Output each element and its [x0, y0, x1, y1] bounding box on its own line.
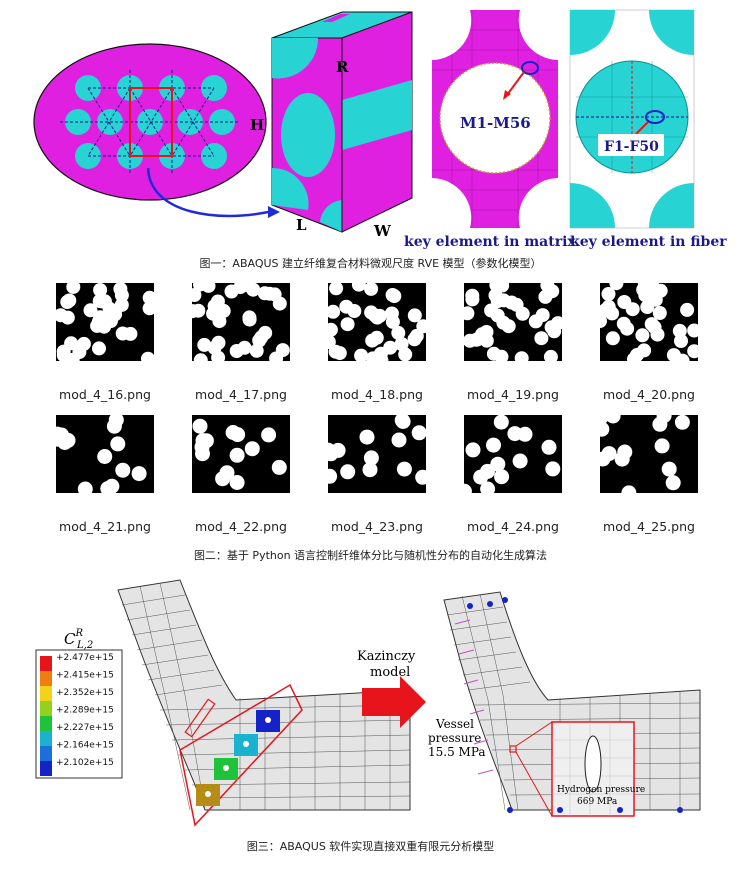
hydrogen-label-1: Hydrogen pressure	[557, 785, 645, 795]
thumbnail-filename[interactable]: mod_4_21.png	[40, 519, 170, 534]
fiber-distribution-thumbnail[interactable]	[464, 283, 562, 361]
legend-swatch	[40, 656, 52, 671]
vessel-label-3: 15.5 MPa	[428, 745, 486, 759]
double-fe-model-illustration: +2.477e+15 +2.415e+15 +2.352e+15 +2.289e+15…	[0, 570, 741, 830]
fiber-distribution-thumbnail[interactable]	[328, 283, 426, 361]
rve-model-illustration: R H L W M1-M56	[0, 0, 741, 250]
legend-value: +2.415e+15	[56, 671, 114, 681]
legend-value: +2.164e+15	[56, 741, 114, 751]
legend-value: +2.227e+15	[56, 723, 114, 733]
dim-h-label: H	[250, 116, 264, 134]
legend-value: +2.102e+15	[56, 758, 114, 768]
kazinczy-label: Kazinczy	[357, 649, 416, 664]
fiber-distribution-thumbnail[interactable]	[56, 415, 154, 493]
dim-l-label: L	[296, 216, 307, 234]
color-legend: +2.477e+15 +2.415e+15 +2.352e+15 +2.289e+15…	[36, 650, 122, 778]
thumbnail-filename[interactable]: mod_4_19.png	[448, 387, 578, 402]
legend-swatch	[40, 686, 52, 701]
vessel-label-1: Vessel	[435, 717, 474, 731]
thumbnail-filename[interactable]: mod_4_18.png	[312, 387, 442, 402]
fiber-element-range: F1-F50	[604, 139, 659, 155]
dim-w-label: W	[373, 222, 392, 240]
fiber-distribution-thumbnail[interactable]	[600, 283, 698, 361]
dim-r-label: R	[336, 58, 349, 76]
hydrogen-label-2: 669 MPa	[577, 797, 618, 807]
figure-2-caption: 图二：基于 Python 语言控制纤维体分比与随机性分布的自动化生成算法	[0, 547, 741, 563]
legend-value: +2.289e+15	[56, 706, 114, 716]
matrix-element-range: M1-M56	[460, 114, 531, 132]
fiber-distribution-thumbnail[interactable]	[192, 283, 290, 361]
fiber-distribution-thumbnail[interactable]	[464, 415, 562, 493]
legend-value: +2.477e+15	[56, 653, 114, 663]
figure-1: R H L W M1-M56	[0, 0, 741, 250]
fiber-distribution-thumbnail[interactable]	[56, 283, 154, 361]
legend-swatch	[40, 671, 52, 686]
thumbnail-filename[interactable]: mod_4_25.png	[584, 519, 714, 534]
thumbnail-filename[interactable]: mod_4_20.png	[584, 387, 714, 402]
thumbnail-filename[interactable]: mod_4_23.png	[312, 519, 442, 534]
right-mesh	[444, 592, 700, 816]
figure-3-caption: 图三：ABAQUS 软件实现直接双重有限元分析模型	[0, 838, 741, 854]
fiber-mesh-panel	[570, 10, 694, 228]
fiber-distribution-thumbnail[interactable]	[328, 415, 426, 493]
fiber-distribution-thumbnail[interactable]	[600, 415, 698, 493]
legend-swatch	[40, 746, 52, 761]
figure-1-caption: 图一：ABAQUS 建立纤维复合材料微观尺度 RVE 模型（参数化模型）	[0, 255, 741, 271]
fiber-distribution-thumbnail[interactable]	[192, 415, 290, 493]
thumbnail-filename[interactable]: mod_4_22.png	[176, 519, 306, 534]
legend-swatch	[40, 731, 52, 746]
legend-swatch	[40, 761, 52, 776]
figure-3: +2.477e+15 +2.415e+15 +2.352e+15 +2.289e+15…	[0, 570, 741, 830]
thumbnail-filename[interactable]: mod_4_17.png	[176, 387, 306, 402]
legend-value: +2.352e+15	[56, 688, 114, 698]
model-label: model	[370, 665, 410, 680]
key-element-fiber-label: key element in fiber	[570, 234, 727, 250]
vessel-label-2: pressure	[428, 731, 481, 745]
thumbnail-filename[interactable]: mod_4_24.png	[448, 519, 578, 534]
legend-swatch	[40, 716, 52, 731]
key-element-matrix-label: key element in matrix	[404, 234, 576, 250]
rve-3d-block	[272, 12, 412, 232]
thumbnail-filename[interactable]: mod_4_16.png	[40, 387, 170, 402]
legend-swatch	[40, 701, 52, 716]
